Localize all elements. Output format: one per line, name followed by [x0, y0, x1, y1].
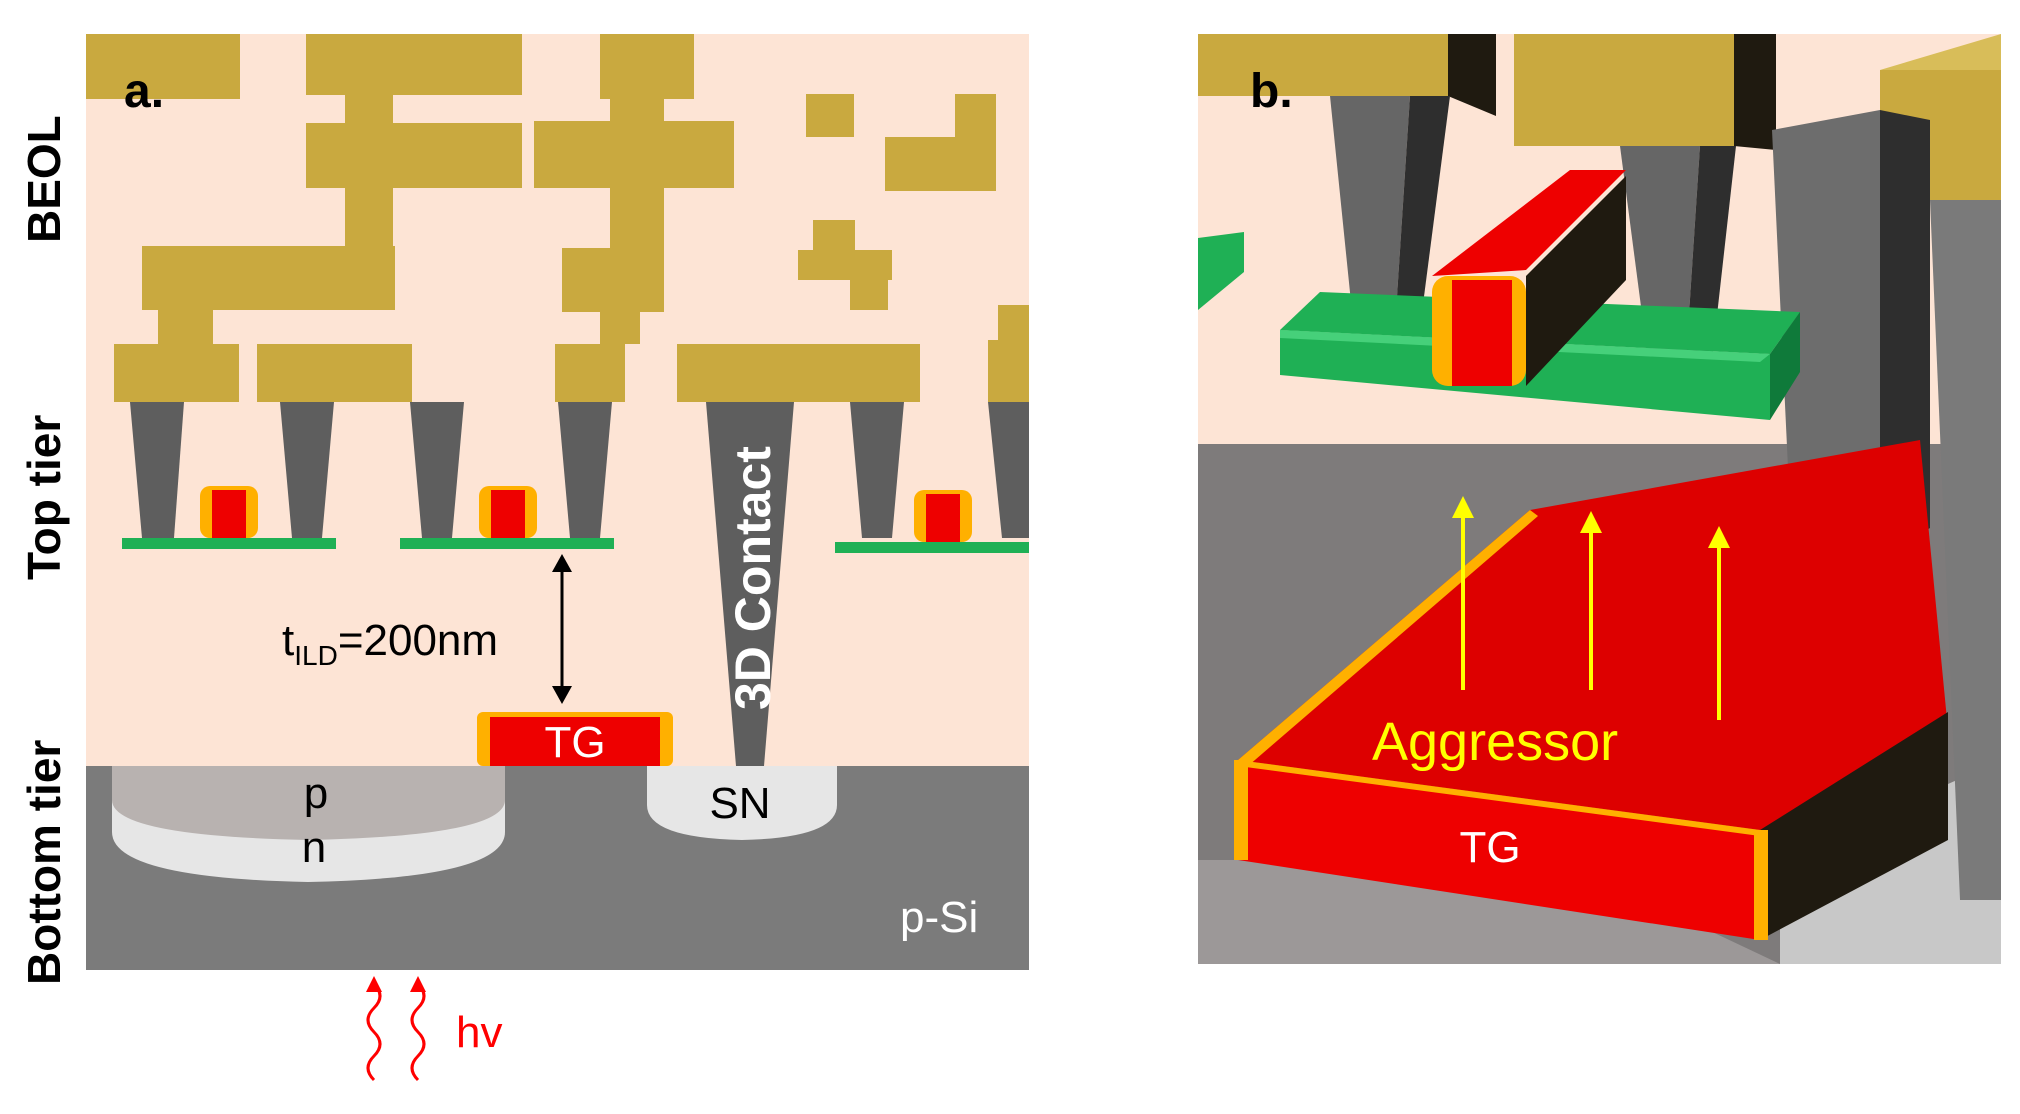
n-label: n	[302, 823, 326, 872]
bottom-tg: TG	[477, 712, 673, 767]
p-label: p	[304, 769, 328, 818]
top-tier-gates	[200, 486, 972, 542]
b-vias	[1330, 96, 2001, 900]
b-aggressor-label: Aggressor	[1372, 712, 1618, 772]
b-aggressor-arrows	[1452, 496, 1730, 720]
b-left-channel	[1198, 232, 1244, 310]
tild-main: t	[282, 616, 294, 665]
bottom-tg-label: TG	[544, 718, 605, 767]
tild-label: tILD=200nm	[282, 616, 498, 671]
tild-arrow	[552, 554, 572, 704]
top-tier-channels	[122, 538, 1029, 553]
3d-contact	[706, 402, 794, 766]
sn-label: SN	[709, 779, 770, 828]
3d-contact-label: 3D Contact	[725, 446, 781, 710]
hv-squiggle-icon	[366, 982, 426, 1082]
panel-a: 3D Contact TG tILD=200nm	[18, 34, 1029, 1082]
p-si-label: p-Si	[900, 893, 978, 942]
tild-sub: ILD	[294, 640, 338, 671]
b-top-gate	[1432, 170, 1626, 386]
sn-well	[647, 766, 837, 840]
beol-metal	[86, 34, 1029, 402]
tild-value: =200nm	[338, 616, 498, 665]
panel-b: TG Aggressor b.	[1198, 34, 2001, 964]
hv-label: hv	[456, 1008, 502, 1057]
panel-a-label: a.	[124, 65, 164, 118]
top-tier-vias	[130, 402, 1029, 538]
panel-b-label: b.	[1250, 65, 1293, 118]
b-tg-label: TG	[1459, 823, 1520, 872]
hv-arrowheads	[366, 976, 426, 992]
pn-well	[112, 766, 505, 882]
tier-label-bottom: Bottom tier	[18, 740, 70, 985]
tier-label-beol: BEOL	[18, 115, 70, 243]
tier-label-top: Top tier	[18, 415, 70, 580]
b-substrate-floor	[1198, 860, 1780, 964]
